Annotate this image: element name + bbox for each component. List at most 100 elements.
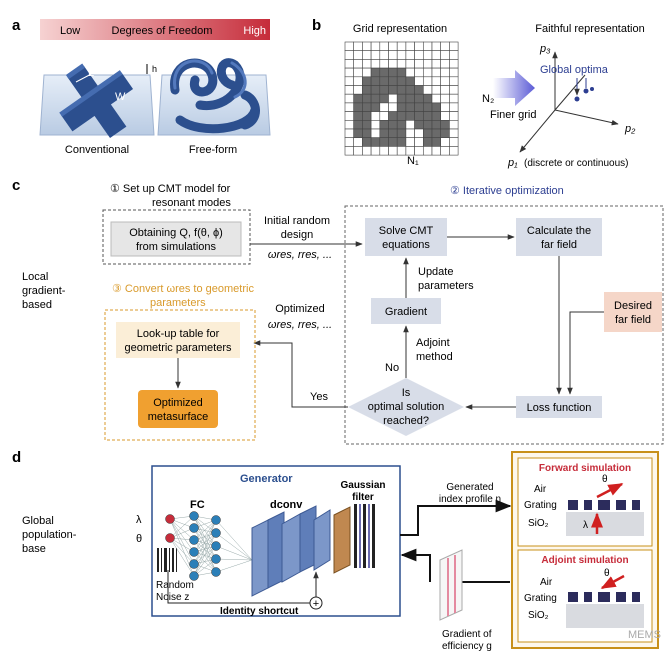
grid-cell [431,128,441,138]
noise-barcode [157,548,179,572]
grid-cell [388,102,398,112]
hidden-node [189,523,199,533]
grid-cell [388,85,398,95]
grid-cell [422,93,433,104]
grid-cell [449,111,459,121]
fwd-grating: Grating [524,500,557,511]
grid-cell [379,146,389,156]
optimized-label: Optimized [275,303,325,315]
gaussian-label-2: filter [352,492,374,503]
grid-cell [353,93,363,104]
grid-cell [379,120,389,130]
grid-cell [344,76,354,86]
grid-cell [379,41,389,51]
grid-cell [344,111,354,121]
gaussian-label-1: Gaussian [340,480,385,491]
adj-grating: Grating [524,593,557,604]
fc-edge [215,545,253,561]
grid-cell [431,41,441,51]
axis-p1-label: p₁ [507,157,518,169]
grid-cell [414,41,424,51]
dof-title: Degrees of Freedom [112,25,213,37]
grid-cell [422,137,433,147]
conventional-structure: L W h [39,59,157,139]
optimized-meta-box [138,390,218,428]
fwd-lambda: λ [583,520,588,531]
grid-cell [414,137,424,147]
grid-cell [396,85,407,95]
adj-source-arrow [600,574,625,590]
calc-far-2: far field [541,239,577,251]
solve-cmt-box [365,218,447,256]
obtain-text-1: Obtaining Q, f(θ, ϕ) [129,227,223,239]
grid-cell [440,146,450,156]
step3-dashed-box [104,309,256,441]
fc-network [165,511,253,581]
grid-cell [405,59,415,69]
input-node [165,514,175,524]
grid-cell [440,102,450,112]
grid-cell [449,41,459,51]
grid-cell [431,85,441,95]
fc-edge [169,518,195,565]
fwd-sio2: SiO₂ [528,518,549,529]
grid-cell [388,111,398,121]
grid-cell [388,146,398,156]
grid-cell [405,76,415,86]
grid-cell [414,120,424,130]
grid-cell [344,137,354,147]
grid-cell [344,67,354,78]
grid-cell [362,50,372,60]
axis-p1-note: (discrete or continuous) [524,158,629,169]
grid-cell [379,128,389,138]
lookup-1: Look-up table for [137,328,220,340]
grid-cell [362,146,372,156]
grid-cell [370,67,381,78]
grid-cell [405,146,415,156]
global-optima-points [574,78,594,102]
output-node [211,515,221,525]
grid-cell [431,146,441,156]
fc-edge [215,532,253,561]
grid-cell [362,41,372,51]
calc-far-box [516,218,602,256]
grid-cell [353,102,363,112]
generator-box [151,465,401,617]
input-lambda: λ [136,514,142,526]
grid-cell [440,85,450,95]
generated-index-1: Generated [446,482,493,493]
adjoint-method-1: Adjoint [416,337,450,349]
grid-cell [414,50,424,60]
grid-cell [449,76,459,86]
grid-cell [422,146,433,156]
grid-cell [344,41,354,51]
fc-edge [193,545,217,577]
grid-cell [362,137,372,147]
grid-cell [370,41,381,51]
grid-cell [379,85,389,95]
side-global-2: population- [22,529,77,541]
desired-far-box [604,292,662,332]
input-theta: θ [136,533,142,545]
gradient-back-arrow [400,548,431,582]
omega-res-1: ωres, rres, ... [268,249,332,261]
identity-plus: + [313,598,319,610]
fc-edge [193,532,217,577]
dconv-blocks [251,505,331,597]
grid-cell [388,120,398,130]
grid-cell [449,146,459,156]
dim-h-label: h [152,64,157,74]
grid-cell [405,93,415,104]
grid-cell [396,120,407,130]
panel-letter-c: c [12,177,20,194]
grid-cell [353,137,363,147]
finer-grid-arrow [493,70,535,106]
axis-p3-label: p₃ [539,43,551,55]
decision-3: reached? [383,415,429,427]
grid-cell [370,128,381,138]
grid-cell [449,93,459,104]
grid-cell [405,120,415,130]
grid-cell [396,59,407,69]
fc-edge [193,551,217,573]
